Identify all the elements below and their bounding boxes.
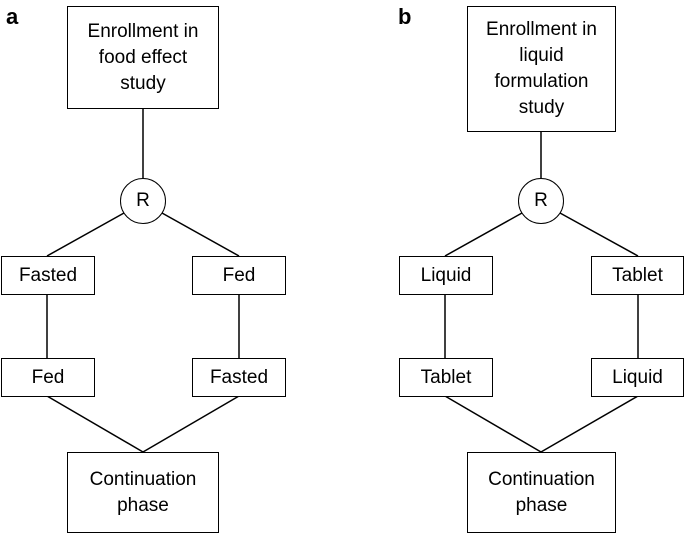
panel-a-enrollment-line-1: Enrollment in bbox=[87, 20, 199, 42]
panel-b-enrollment-box: Enrollment in liquid formulation study bbox=[467, 6, 616, 132]
panel-b-enrollment-line-3: formulation bbox=[494, 71, 589, 92]
panel-a-randomization-node: R bbox=[120, 178, 166, 224]
connector-b-right-to-bottom bbox=[540, 395, 639, 453]
panel-b-enrollment-line-4: study bbox=[518, 97, 565, 118]
connector-b-r-to-right bbox=[559, 212, 639, 257]
panel-a-first-period-left: Fasted bbox=[1, 256, 95, 295]
connector-b-left-to-bottom bbox=[444, 395, 542, 453]
panel-b-randomization-node: R bbox=[518, 178, 564, 224]
panel-b-second-period-left: Tablet bbox=[399, 358, 493, 397]
panel-b-first-period-left: Liquid bbox=[399, 256, 493, 295]
connector-a-r-to-right bbox=[161, 212, 240, 257]
panel-a-enrollment-line-2: food effect bbox=[98, 46, 188, 68]
connector-a-right-to-bottom bbox=[142, 395, 240, 453]
panel-b-continuation-line-1: Continuation bbox=[488, 468, 595, 490]
connector-b-r-to-left bbox=[444, 212, 523, 257]
panel-a-letter: a bbox=[6, 4, 19, 29]
panel-b-second-period-right: Liquid bbox=[591, 358, 684, 397]
panel-a-enrollment-line-3: study bbox=[120, 72, 166, 94]
panel-a-continuation-box: Continuation phase bbox=[67, 452, 219, 533]
panel-a-first-period-right: Fed bbox=[192, 256, 286, 295]
panel-b-enrollment-line-1: Enrollment in bbox=[486, 19, 597, 40]
panel-b-letter: b bbox=[398, 4, 412, 29]
panel-b-first-period-right: Tablet bbox=[591, 256, 684, 295]
panel-b-continuation-box: Continuation phase bbox=[467, 452, 616, 533]
panel-a-second-period-right: Fasted bbox=[192, 358, 286, 397]
panel-b-enrollment-line-2: liquid bbox=[519, 45, 564, 66]
panel-a-continuation-line-1: Continuation bbox=[89, 468, 197, 490]
panel-b-continuation-line-2: phase bbox=[515, 494, 568, 516]
connector-a-r-to-left bbox=[46, 212, 125, 257]
panel-a-enrollment-box: Enrollment in food effect study bbox=[67, 6, 219, 109]
panel-a-continuation-line-2: phase bbox=[117, 494, 169, 516]
panel-a-second-period-left: Fed bbox=[1, 358, 95, 397]
connector-a-left-to-bottom bbox=[46, 395, 144, 453]
